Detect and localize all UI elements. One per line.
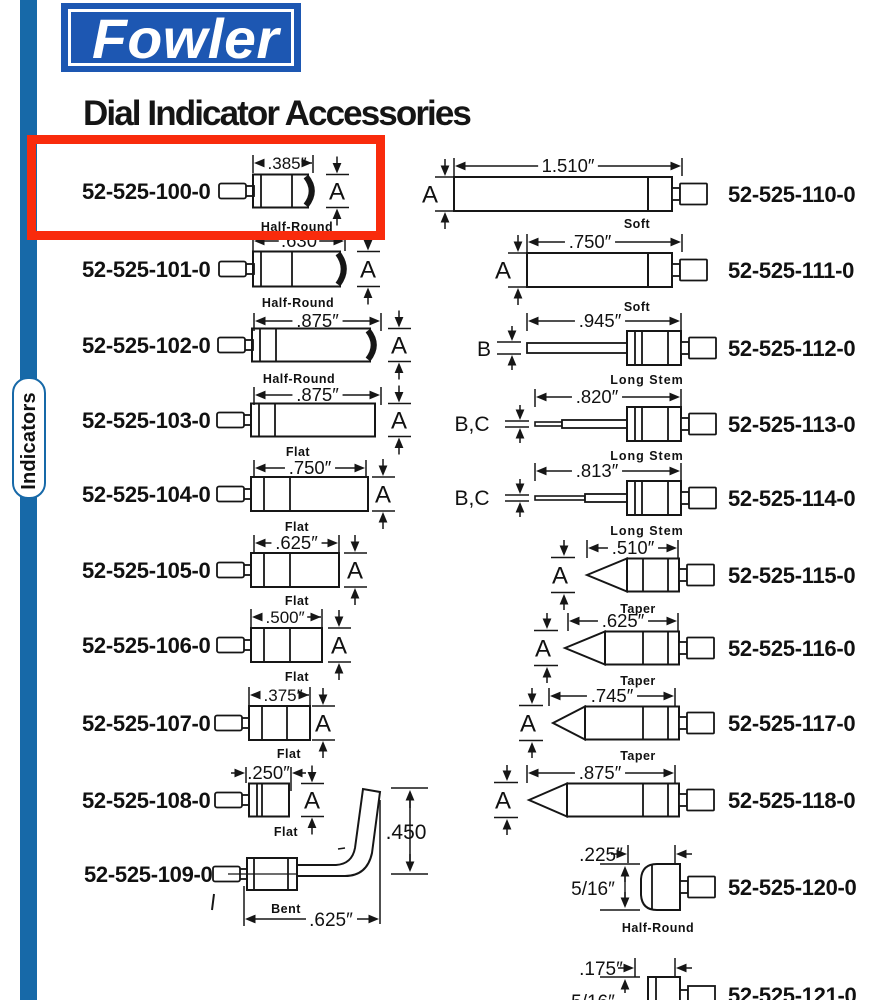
svg-text:Taper: Taper [620, 749, 656, 763]
svg-text:A: A [304, 788, 320, 815]
svg-text:Half-Round: Half-Round [262, 296, 334, 310]
svg-text:.225″: .225″ [579, 845, 623, 866]
svg-text:A: A [329, 179, 345, 206]
svg-text:52-525-105-0: 52-525-105-0 [82, 558, 211, 583]
svg-text:Long Stem: Long Stem [610, 449, 684, 463]
svg-text:.625″: .625″ [309, 910, 353, 931]
svg-text:Flat: Flat [285, 670, 310, 684]
svg-text:52-525-108-0: 52-525-108-0 [82, 788, 211, 813]
svg-text:A: A [535, 636, 551, 663]
svg-text:.375″: .375″ [264, 686, 303, 705]
svg-text:52-525-117-0: 52-525-117-0 [728, 711, 855, 736]
svg-text:Taper: Taper [620, 674, 656, 688]
svg-text:52-525-121-0: 52-525-121-0 [728, 983, 857, 1000]
svg-text:52-525-101-0: 52-525-101-0 [82, 257, 211, 282]
svg-text:A: A [375, 482, 391, 509]
svg-text:Flat: Flat [277, 747, 302, 761]
svg-text:.450: .450 [386, 821, 427, 844]
svg-text:A: A [315, 711, 331, 738]
svg-text:.750″: .750″ [569, 231, 612, 252]
svg-text:.625″: .625″ [602, 610, 645, 631]
svg-text:.875″: .875″ [579, 762, 622, 783]
svg-text:.813″: .813″ [576, 460, 619, 481]
svg-text:52-525-107-0: 52-525-107-0 [82, 711, 211, 736]
svg-text:Half-Round: Half-Round [261, 220, 333, 234]
svg-text:B,C: B,C [454, 413, 489, 436]
svg-text:52-525-109-0: 52-525-109-0 [84, 862, 213, 887]
svg-text:Flat: Flat [274, 825, 299, 839]
svg-text:.625″: .625″ [275, 532, 318, 553]
svg-text:.510″: .510″ [612, 537, 655, 558]
svg-text:A: A [495, 258, 511, 285]
svg-text:A: A [391, 333, 407, 360]
svg-text:52-525-114-0: 52-525-114-0 [728, 486, 855, 511]
svg-text:B,C: B,C [454, 487, 489, 510]
svg-text:52-525-118-0: 52-525-118-0 [728, 788, 855, 813]
svg-text:Taper: Taper [620, 602, 656, 616]
svg-text:Flat: Flat [286, 445, 311, 459]
svg-text:.745″: .745″ [591, 685, 634, 706]
svg-text:.500″: .500″ [266, 608, 305, 627]
svg-text:5/16″: 5/16″ [571, 879, 615, 900]
svg-text:A: A [331, 633, 347, 660]
svg-text:.750″: .750″ [289, 457, 332, 478]
svg-text:.945″: .945″ [579, 310, 622, 331]
svg-text:52-525-106-0: 52-525-106-0 [82, 633, 211, 658]
svg-text:A: A [520, 711, 536, 738]
svg-text:Flat: Flat [285, 520, 310, 534]
svg-text:.385″: .385″ [268, 154, 307, 173]
svg-text:5/16″: 5/16″ [571, 992, 615, 1000]
svg-text:Flat: Flat [285, 594, 310, 608]
svg-text:.820″: .820″ [576, 386, 619, 407]
svg-text:A: A [552, 563, 568, 590]
svg-text:.875″: .875″ [296, 310, 339, 331]
svg-text:52-525-120-0: 52-525-120-0 [728, 875, 857, 900]
svg-text:.250″: .250″ [247, 762, 290, 783]
svg-text:52-525-103-0: 52-525-103-0 [82, 408, 211, 433]
svg-text:52-525-112-0: 52-525-112-0 [728, 336, 855, 361]
svg-text:Long Stem: Long Stem [610, 524, 684, 538]
svg-text:52-525-115-0: 52-525-115-0 [728, 563, 855, 588]
svg-text:Long Stem: Long Stem [610, 373, 684, 387]
svg-text:A: A [391, 408, 407, 435]
svg-text:Soft: Soft [624, 300, 651, 314]
svg-text:A: A [347, 558, 363, 585]
svg-text:52-525-111-0: 52-525-111-0 [728, 258, 854, 283]
svg-text:52-525-110-0: 52-525-110-0 [728, 182, 855, 207]
svg-text:52-525-102-0: 52-525-102-0 [82, 333, 211, 358]
svg-text:B: B [477, 338, 491, 361]
svg-text:52-525-100-0: 52-525-100-0 [82, 179, 211, 204]
svg-text:Bent: Bent [271, 902, 301, 916]
svg-text:Soft: Soft [624, 217, 651, 231]
svg-text:52-525-104-0: 52-525-104-0 [82, 482, 211, 507]
svg-text:A: A [422, 182, 438, 209]
svg-text:1.510″: 1.510″ [542, 155, 595, 176]
svg-text:52-525-113-0: 52-525-113-0 [728, 412, 855, 437]
svg-text:Half-Round: Half-Round [263, 372, 335, 386]
svg-text:52-525-116-0: 52-525-116-0 [728, 636, 855, 661]
svg-text:A: A [495, 788, 511, 815]
svg-text:.175″: .175″ [579, 959, 623, 980]
svg-text:A: A [360, 257, 376, 284]
svg-text:.875″: .875″ [296, 384, 339, 405]
svg-text:Half-Round: Half-Round [622, 921, 694, 935]
